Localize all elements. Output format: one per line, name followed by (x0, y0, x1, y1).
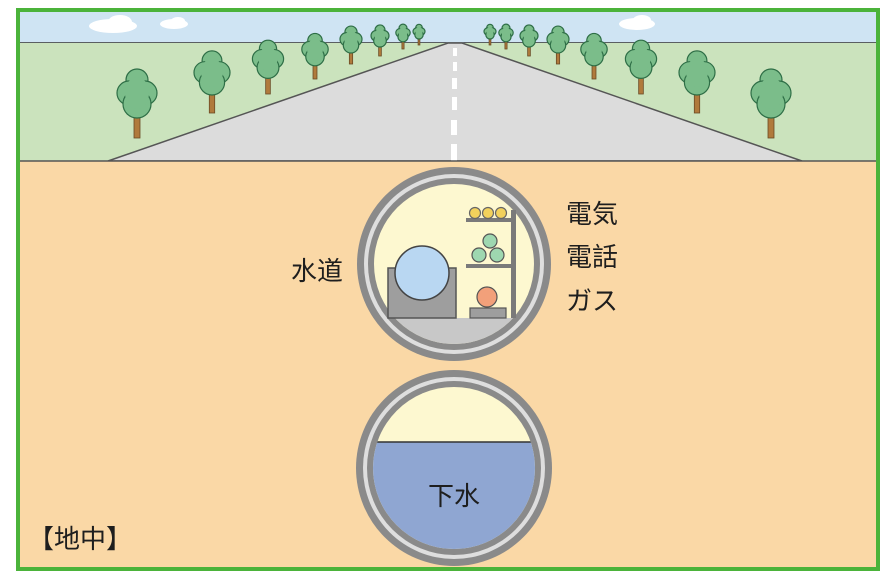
water-main-icon (387, 245, 457, 319)
tree-icon (370, 24, 390, 57)
tree-icon (483, 23, 497, 46)
sewage-pipe (356, 370, 552, 566)
gas-pipe-icon (469, 286, 507, 319)
cable-icon (468, 206, 508, 220)
sky (18, 10, 878, 43)
electricity-label: 電気 (566, 200, 618, 230)
telephone-label: 電話 (566, 243, 618, 273)
cloud-icon (619, 15, 655, 30)
tree-icon (412, 23, 426, 46)
tree-icon (395, 23, 411, 50)
tree-icon (339, 25, 363, 65)
frame-border (16, 8, 880, 571)
sewage-label: 下水 (428, 482, 480, 512)
tree-icon (301, 32, 329, 80)
tree-icon (624, 39, 658, 95)
tree-icon (251, 39, 285, 95)
utility-tunnel (357, 167, 551, 361)
cloud-icon (160, 17, 188, 29)
tree-icon (750, 68, 792, 139)
tree-icon (519, 24, 539, 57)
tree-icon (546, 25, 570, 65)
water-label: 水道 (291, 257, 343, 287)
cloud-icon (89, 15, 137, 33)
underground-label: 【地中】 (28, 525, 132, 555)
road-center-line (451, 48, 457, 161)
trees (116, 23, 792, 139)
tree-icon (580, 32, 608, 80)
tree-icon (678, 50, 716, 114)
tree-icon (116, 68, 158, 139)
cable-rack (466, 210, 516, 318)
tree-icon (193, 50, 231, 114)
tree-icon (498, 23, 514, 50)
cable-icon (471, 233, 505, 263)
gas-label: ガス (566, 287, 618, 317)
